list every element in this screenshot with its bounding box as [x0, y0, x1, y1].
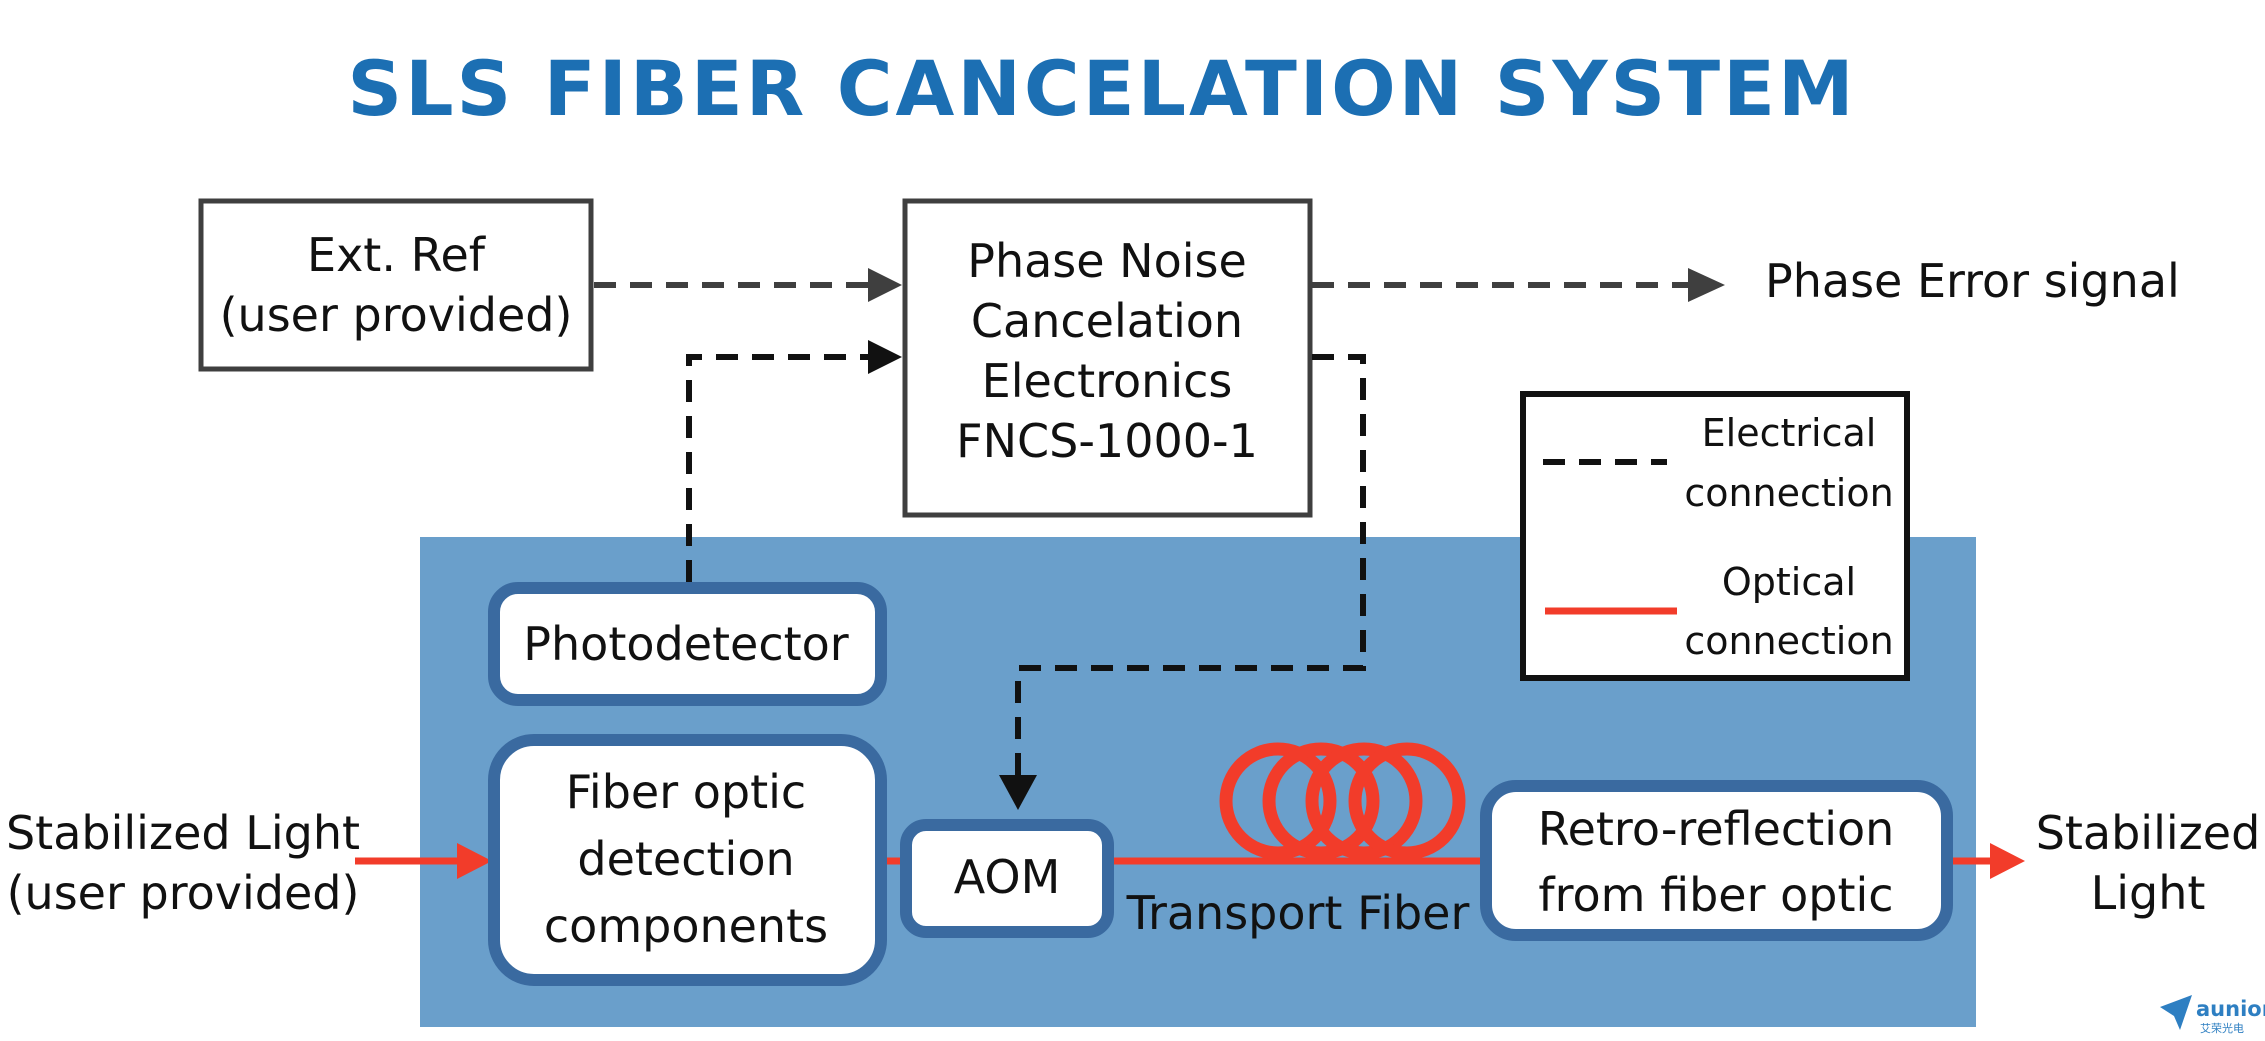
photodetector-to-pnce-connector — [686, 354, 870, 582]
aunion-logo: aunion 艾荣光电 — [2160, 995, 2265, 1035]
fiber-optic-node: Fiber optic detection components — [488, 734, 887, 986]
aom-arrowhead — [999, 775, 1037, 810]
photodetector-label: Photodetector — [523, 617, 849, 671]
input-light-arrowhead — [457, 843, 492, 879]
retro-reflection-node: Retro-reflection from fiber optic — [1480, 780, 1953, 941]
logo-subtitle: 艾荣光电 — [2200, 1021, 2244, 1035]
pnce-box — [902, 198, 1313, 518]
legend-electrical-line1: Electrical — [1702, 411, 1877, 455]
diagram-title: SLS FIBER CANCELATION SYSTEM — [347, 44, 1856, 133]
retro-reflection-box — [1480, 780, 1953, 941]
pnce-line4: FNCS-1000-1 — [956, 414, 1258, 468]
legend-optical-line1: Optical — [1722, 560, 1856, 604]
stabilized-out-line2: Light — [2091, 866, 2206, 920]
pnce-to-aom-connector — [1015, 354, 1366, 776]
retro-reflection-line2: from fiber optic — [1538, 868, 1893, 922]
fiber-optic-line1: Fiber optic — [566, 765, 806, 819]
stabilized-in-line1: Stabilized Light — [6, 806, 360, 860]
fiber-optic-line2: detection — [577, 832, 794, 886]
fiber-coil-loop — [1219, 742, 1337, 860]
photodetector-box — [488, 582, 887, 706]
pnce-line1: Phase Noise — [967, 234, 1247, 288]
stabilized-out-line1: Stabilized — [2036, 806, 2261, 860]
phase-error-arrowhead — [1688, 268, 1725, 302]
pnce-line3: Electronics — [982, 354, 1233, 408]
fiber-coil — [1219, 742, 1466, 860]
legend-optical-line2: connection — [1684, 619, 1893, 663]
aom-label: AOM — [954, 850, 1061, 904]
ext-ref-node: Ext. Ref (user provided) — [198, 198, 594, 372]
fiber-coil-loop — [1305, 742, 1423, 860]
fiber-optic-line3: components — [544, 899, 828, 953]
pnce-node: Phase Noise Cancelation Electronics FNCS… — [902, 198, 1313, 518]
output-light-arrowhead — [1990, 843, 2025, 879]
phase-error-label: Phase Error signal — [1765, 254, 2180, 308]
fiber-coil-loop — [1348, 742, 1466, 860]
ext-ref-box — [198, 198, 594, 372]
transport-fiber-label: Transport Fiber — [1126, 886, 1470, 940]
legend-electrical-line2: connection — [1684, 471, 1893, 515]
paper-plane-icon — [2160, 995, 2192, 1030]
aom-node: AOM — [900, 819, 1114, 938]
fiber-coil-loop — [1262, 742, 1380, 860]
photodetector-arrowhead — [868, 340, 902, 374]
photodetector-node: Photodetector — [488, 582, 887, 706]
legend: Electrical connection Optical connection — [1520, 391, 1910, 681]
pnce-line2: Cancelation — [971, 294, 1243, 348]
logo-name: aunion — [2196, 997, 2265, 1021]
retro-reflection-line1: Retro-reflection — [1538, 802, 1895, 856]
legend-box — [1520, 391, 1910, 681]
ext-ref-label: Ext. Ref — [307, 228, 487, 282]
fiber-optic-box — [488, 734, 887, 986]
ext-ref-arrowhead — [868, 268, 902, 302]
ext-ref-sublabel: (user provided) — [220, 288, 573, 342]
stabilized-in-line2: (user provided) — [7, 866, 360, 920]
aom-box — [900, 819, 1114, 938]
